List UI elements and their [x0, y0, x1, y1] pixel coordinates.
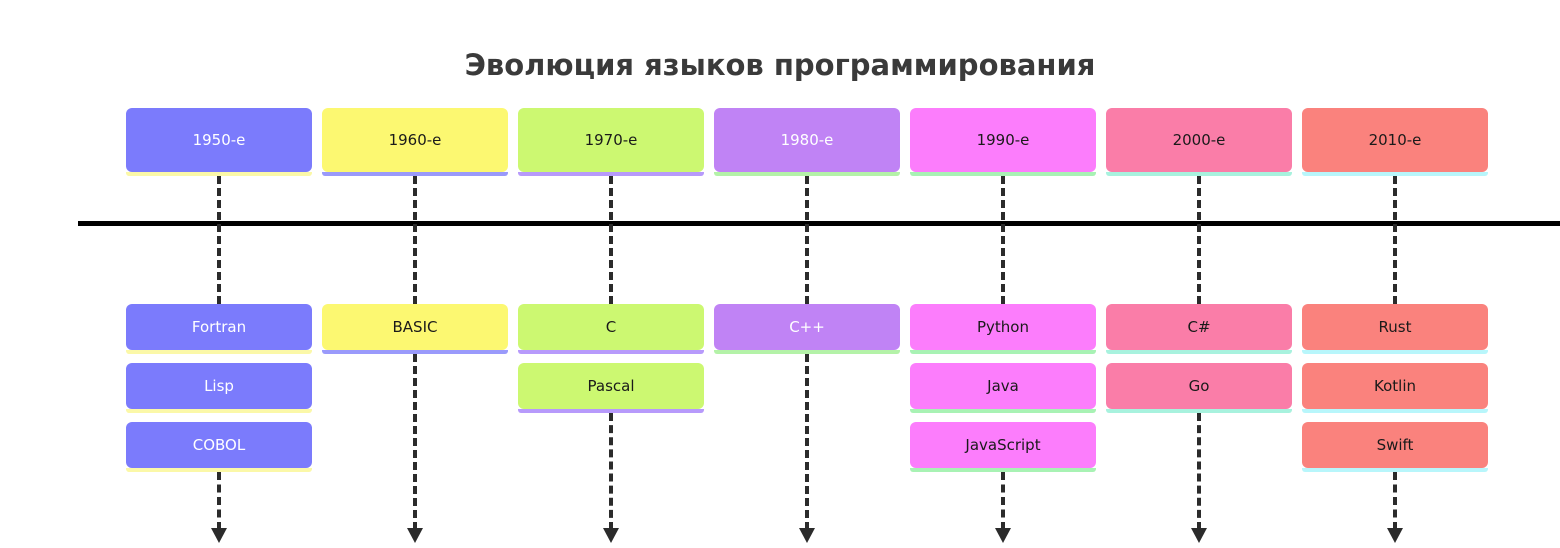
language-underbar [126, 468, 312, 472]
connector-arrow-icon [799, 528, 815, 543]
language-box[interactable]: Python [910, 304, 1096, 350]
language-underbar [910, 468, 1096, 472]
connector-line-upper [1197, 176, 1201, 304]
language-box[interactable]: Lisp [126, 363, 312, 409]
language-box[interactable]: Swift [1302, 422, 1488, 468]
connector-line-upper [1393, 176, 1397, 304]
era-underbar [322, 172, 508, 176]
language-box[interactable]: BASIC [322, 304, 508, 350]
page-title: Эволюция языков программирования [464, 48, 1096, 82]
language-underbar [1106, 350, 1292, 354]
language-underbar [518, 350, 704, 354]
language-underbar [714, 350, 900, 354]
connector-line-lower [413, 354, 417, 530]
language-underbar [910, 350, 1096, 354]
language-box[interactable]: Kotlin [1302, 363, 1488, 409]
era-box-1990[interactable]: 1990-е [910, 108, 1096, 172]
connector-line-upper [413, 176, 417, 304]
language-underbar [322, 350, 508, 354]
language-box[interactable]: Rust [1302, 304, 1488, 350]
era-underbar [910, 172, 1096, 176]
era-box-1950[interactable]: 1950-е [126, 108, 312, 172]
connector-arrow-icon [1387, 528, 1403, 543]
era-box-1980[interactable]: 1980-е [714, 108, 900, 172]
language-box[interactable]: C++ [714, 304, 900, 350]
era-box-2010[interactable]: 2010-е [1302, 108, 1488, 172]
connector-line-lower [609, 413, 613, 530]
connector-line-lower [1001, 472, 1005, 530]
connector-line-lower [217, 472, 221, 530]
language-underbar [1106, 409, 1292, 413]
era-box-1970[interactable]: 1970-е [518, 108, 704, 172]
language-underbar [126, 350, 312, 354]
language-box[interactable]: Pascal [518, 363, 704, 409]
connector-arrow-icon [603, 528, 619, 543]
timeline-axis [78, 221, 1560, 226]
connector-line-lower [1197, 413, 1201, 530]
language-box[interactable]: COBOL [126, 422, 312, 468]
connector-arrow-icon [995, 528, 1011, 543]
era-underbar [714, 172, 900, 176]
language-underbar [1302, 409, 1488, 413]
language-box[interactable]: JavaScript [910, 422, 1096, 468]
era-underbar [126, 172, 312, 176]
language-box[interactable]: C# [1106, 304, 1292, 350]
language-box[interactable]: Go [1106, 363, 1292, 409]
connector-line-lower [805, 354, 809, 530]
connector-line-upper [217, 176, 221, 304]
language-box[interactable]: C [518, 304, 704, 350]
language-underbar [1302, 468, 1488, 472]
language-underbar [126, 409, 312, 413]
connector-line-upper [1001, 176, 1005, 304]
language-underbar [518, 409, 704, 413]
language-box[interactable]: Java [910, 363, 1096, 409]
connector-line-lower [1393, 472, 1397, 530]
language-box[interactable]: Fortran [126, 304, 312, 350]
connector-line-upper [609, 176, 613, 304]
language-underbar [910, 409, 1096, 413]
connector-arrow-icon [1191, 528, 1207, 543]
language-underbar [1302, 350, 1488, 354]
era-box-1960[interactable]: 1960-е [322, 108, 508, 172]
connector-arrow-icon [211, 528, 227, 543]
connector-line-upper [805, 176, 809, 304]
era-underbar [518, 172, 704, 176]
era-underbar [1106, 172, 1292, 176]
era-underbar [1302, 172, 1488, 176]
era-box-2000[interactable]: 2000-е [1106, 108, 1292, 172]
connector-arrow-icon [407, 528, 423, 543]
